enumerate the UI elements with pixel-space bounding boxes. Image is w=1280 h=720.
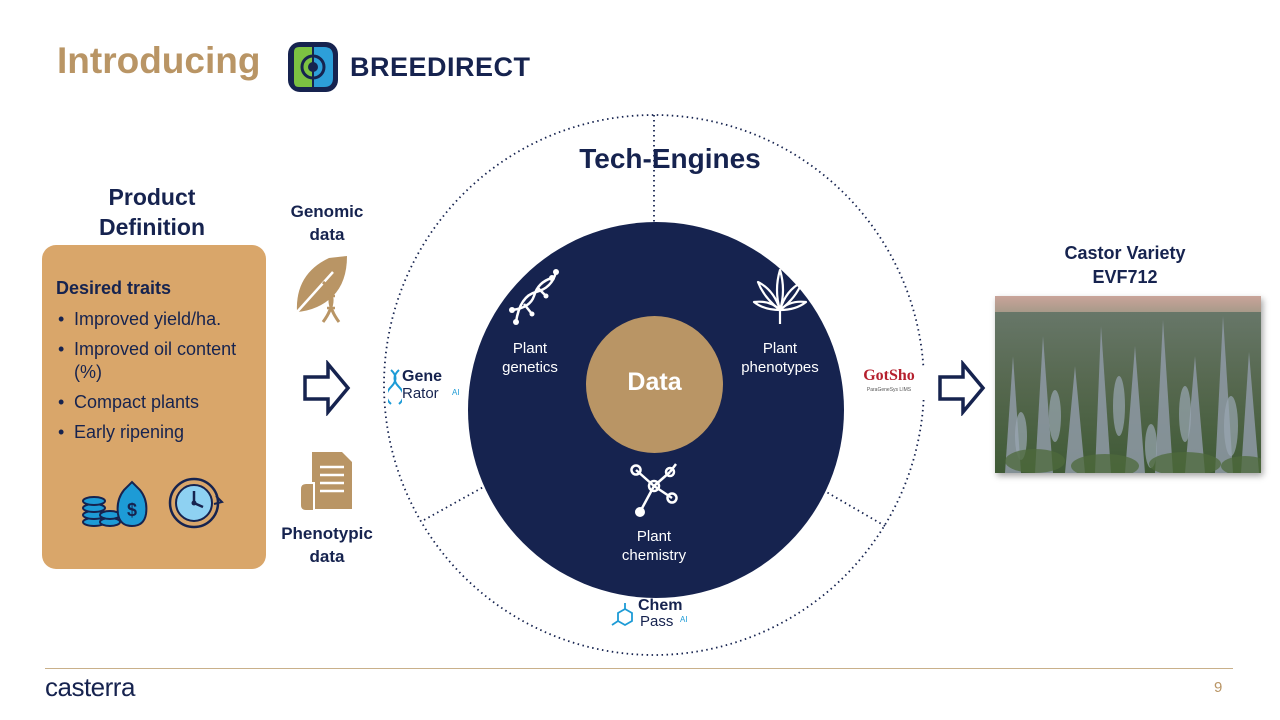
phenotypic-data-line1: Phenotypic bbox=[281, 524, 373, 543]
genomic-data-line2: data bbox=[309, 225, 345, 244]
traits-list: Improved yield/ha. Improved oil content … bbox=[56, 308, 261, 451]
tech-engines-title: Tech-Engines bbox=[579, 143, 761, 174]
plant-genetics-line2: genetics bbox=[502, 359, 558, 376]
plant-chemistry-label: Plant chemistry bbox=[608, 527, 700, 565]
page-number: 9 bbox=[1214, 679, 1223, 696]
chempass-hex-icon bbox=[611, 603, 633, 627]
chempass-ai: AI bbox=[680, 615, 688, 624]
document-icon bbox=[299, 452, 352, 512]
trait-item: Compact plants bbox=[56, 391, 261, 414]
castor-variety-line2: EVF712 bbox=[1092, 267, 1158, 287]
product-definition-line2: Definition bbox=[98, 214, 206, 240]
gotsho-subtitle: ParaGeneSys LIMS bbox=[866, 387, 912, 393]
phenotypic-data-line2: data bbox=[309, 547, 345, 566]
casterra-logo: casterra bbox=[45, 672, 135, 702]
plant-chemistry-line1: Plant bbox=[636, 528, 672, 545]
page-title: Introducing bbox=[57, 40, 261, 81]
generator-dna-icon bbox=[388, 369, 402, 405]
brand-name: BREEDIRECT bbox=[350, 52, 531, 82]
generator-name-line1: Gene bbox=[402, 368, 443, 385]
data-core bbox=[586, 316, 723, 453]
phenotypic-data-label: Phenotypic data bbox=[264, 522, 390, 568]
castor-variety-title: Castor Variety EVF712 bbox=[1030, 241, 1220, 289]
clock-icon bbox=[168, 477, 224, 529]
cannabis-leaf-icon bbox=[752, 268, 808, 324]
plant-phenotypes-label: Plant phenotypes bbox=[729, 339, 831, 377]
trait-item: Improved oil content (%) bbox=[56, 338, 261, 384]
castor-variety-line1: Castor Variety bbox=[1064, 243, 1186, 263]
traits-title: Desired traits bbox=[56, 278, 172, 298]
plant-genetics-label: Plant genetics bbox=[490, 339, 570, 377]
chempass-name-line2: Pass bbox=[640, 613, 674, 630]
footer-divider bbox=[45, 668, 1233, 669]
chempass-name-line1: Chem bbox=[638, 597, 683, 614]
product-definition-line1: Product bbox=[108, 184, 196, 210]
castor-field-photo bbox=[995, 296, 1261, 473]
plant-phenotypes-line1: Plant bbox=[762, 340, 798, 357]
plant-phenotypes-line2: phenotypes bbox=[741, 359, 819, 376]
arrow-right-icon bbox=[938, 360, 986, 416]
plant-chemistry-line2: chemistry bbox=[621, 547, 687, 564]
plant-genetics-line1: Plant bbox=[512, 340, 548, 357]
svg-text:$: $ bbox=[127, 500, 137, 520]
leaf-dna-icon bbox=[296, 256, 347, 323]
trait-item: Improved yield/ha. bbox=[56, 308, 261, 331]
dna-icon bbox=[509, 269, 559, 325]
gotsho-logo: GotSho ParaGeneSys LIMS bbox=[852, 366, 926, 400]
arrow-right-icon bbox=[303, 360, 351, 416]
generator-name-line2: Rator bbox=[402, 385, 439, 402]
trait-item: Early ripening bbox=[56, 421, 261, 444]
molecule-icon bbox=[630, 463, 678, 517]
gotsho-name: GotSho bbox=[863, 367, 915, 384]
genomic-data-label: Genomic data bbox=[268, 200, 386, 246]
product-definition-heading: Product Definition bbox=[62, 182, 242, 242]
money-bag-icon: $ bbox=[82, 480, 148, 528]
generator-ai: AI bbox=[452, 388, 460, 397]
generator-logo: Gene Rator AI bbox=[388, 368, 468, 408]
genomic-data-line1: Genomic bbox=[290, 202, 364, 221]
data-core-label: Data bbox=[627, 368, 682, 396]
chempass-logo: Chem Pass AI bbox=[610, 597, 694, 633]
breedirect-logo-icon bbox=[288, 42, 338, 92]
